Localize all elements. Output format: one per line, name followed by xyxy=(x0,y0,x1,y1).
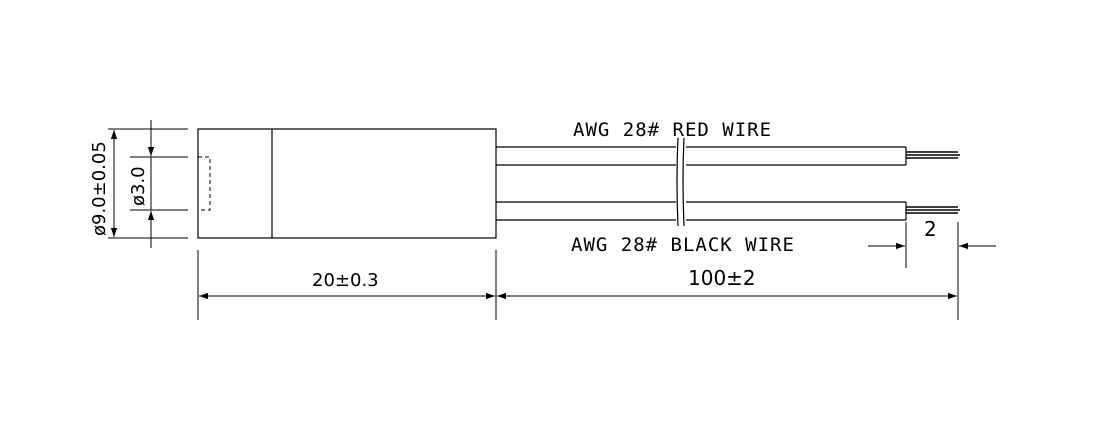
strip-length-label: 2 xyxy=(924,217,937,241)
black-wire-label: AWG 28# BLACK WIRE xyxy=(571,234,795,256)
body-length-label: 20±0.3 xyxy=(312,270,379,291)
black-wire xyxy=(496,201,960,221)
outer-diameter-dimension: ø9.0±0.05 xyxy=(89,128,188,239)
sensor-body xyxy=(197,128,497,239)
wire-length-dimension: 100±2 xyxy=(497,222,959,320)
body-length-dimension: 20±0.3 xyxy=(197,250,497,320)
red-wire xyxy=(496,146,960,166)
red-wire-label: AWG 28# RED WIRE xyxy=(573,119,772,141)
inner-bore-hidden-line xyxy=(198,156,211,211)
body-outline xyxy=(197,128,497,239)
red-wire-stripped-end xyxy=(906,151,960,159)
inner-diameter-label: ø3.0 xyxy=(128,166,149,206)
strip-length-dimension: 2 xyxy=(868,217,996,268)
black-wire-stripped-end xyxy=(906,206,960,214)
inner-diameter-dimension: ø3.0 xyxy=(128,120,188,248)
wire-length-label: 100±2 xyxy=(688,266,756,290)
wire-break-symbol xyxy=(676,137,685,227)
outer-diameter-label: ø9.0±0.05 xyxy=(89,141,110,236)
